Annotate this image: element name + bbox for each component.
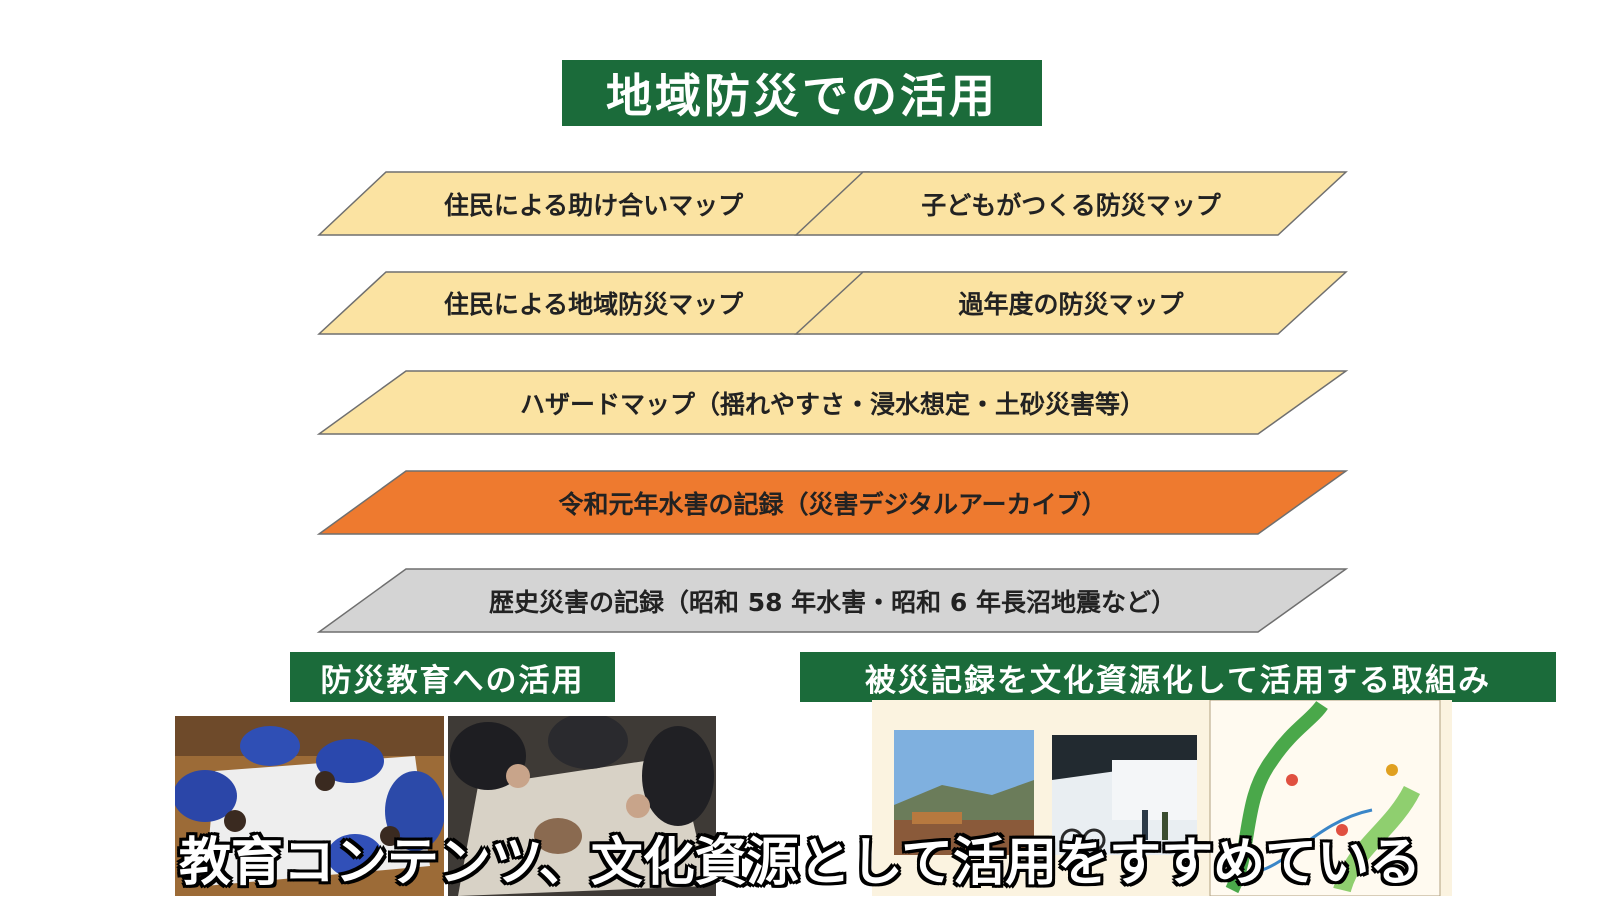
culture-section-title: 被災記録を文化資源化して活用する取組み: [800, 652, 1556, 702]
layer-label: 歴史災害の記録（昭和 58 年水害・昭和 6 年長沼地震など）: [488, 587, 1176, 617]
students-map-image: [175, 716, 444, 896]
band-shape: [794, 171, 1348, 236]
layer-reiwa-flood-record: 令和元年水害の記録（災害デジタルアーカイブ）: [316, 470, 1349, 535]
layer-hazard-map: ハザードマップ（揺れやすさ・浸水想定・土砂災害等）: [316, 370, 1349, 435]
layer-label: 令和元年水害の記録（災害デジタルアーカイブ）: [558, 489, 1107, 519]
band-shape: [316, 568, 1349, 633]
layer-label: 子どもがつくる防災マップ: [921, 190, 1221, 220]
students-map-photo: [175, 716, 444, 896]
education-section-title: 防災教育への活用: [290, 652, 615, 702]
layer-past-map: 過年度の防災マップ: [794, 271, 1348, 335]
layer-label: 住民による助け合いマップ: [443, 190, 744, 220]
group-map-image: [448, 716, 716, 896]
layer-mutual-aid-map: 住民による助け合いマップ: [317, 171, 870, 236]
band-shape: [794, 271, 1348, 335]
culture-photo-panel: [872, 700, 1452, 896]
layer-label: 過年度の防災マップ: [958, 290, 1184, 319]
layer-children-map: 子どもがつくる防災マップ: [794, 171, 1348, 236]
layer-community-map: 住民による地域防災マップ: [317, 271, 870, 335]
band-shape: [316, 370, 1349, 435]
band-shape: [316, 470, 1349, 535]
layer-label: 住民による地域防災マップ: [443, 290, 744, 319]
main-title: 地域防災での活用: [562, 60, 1042, 126]
caption-subtitle: 教育コンテンツ、文化資源として活用をすすめている: [178, 832, 1422, 893]
layer-label: ハザードマップ（揺れやすさ・浸水想定・土砂災害等）: [519, 389, 1145, 419]
group-map-photo: [448, 716, 716, 896]
culture-panel-image: [894, 700, 1441, 896]
layer-historic-disaster-record: 歴史災害の記録（昭和 58 年水害・昭和 6 年長沼地震など）: [316, 568, 1349, 633]
